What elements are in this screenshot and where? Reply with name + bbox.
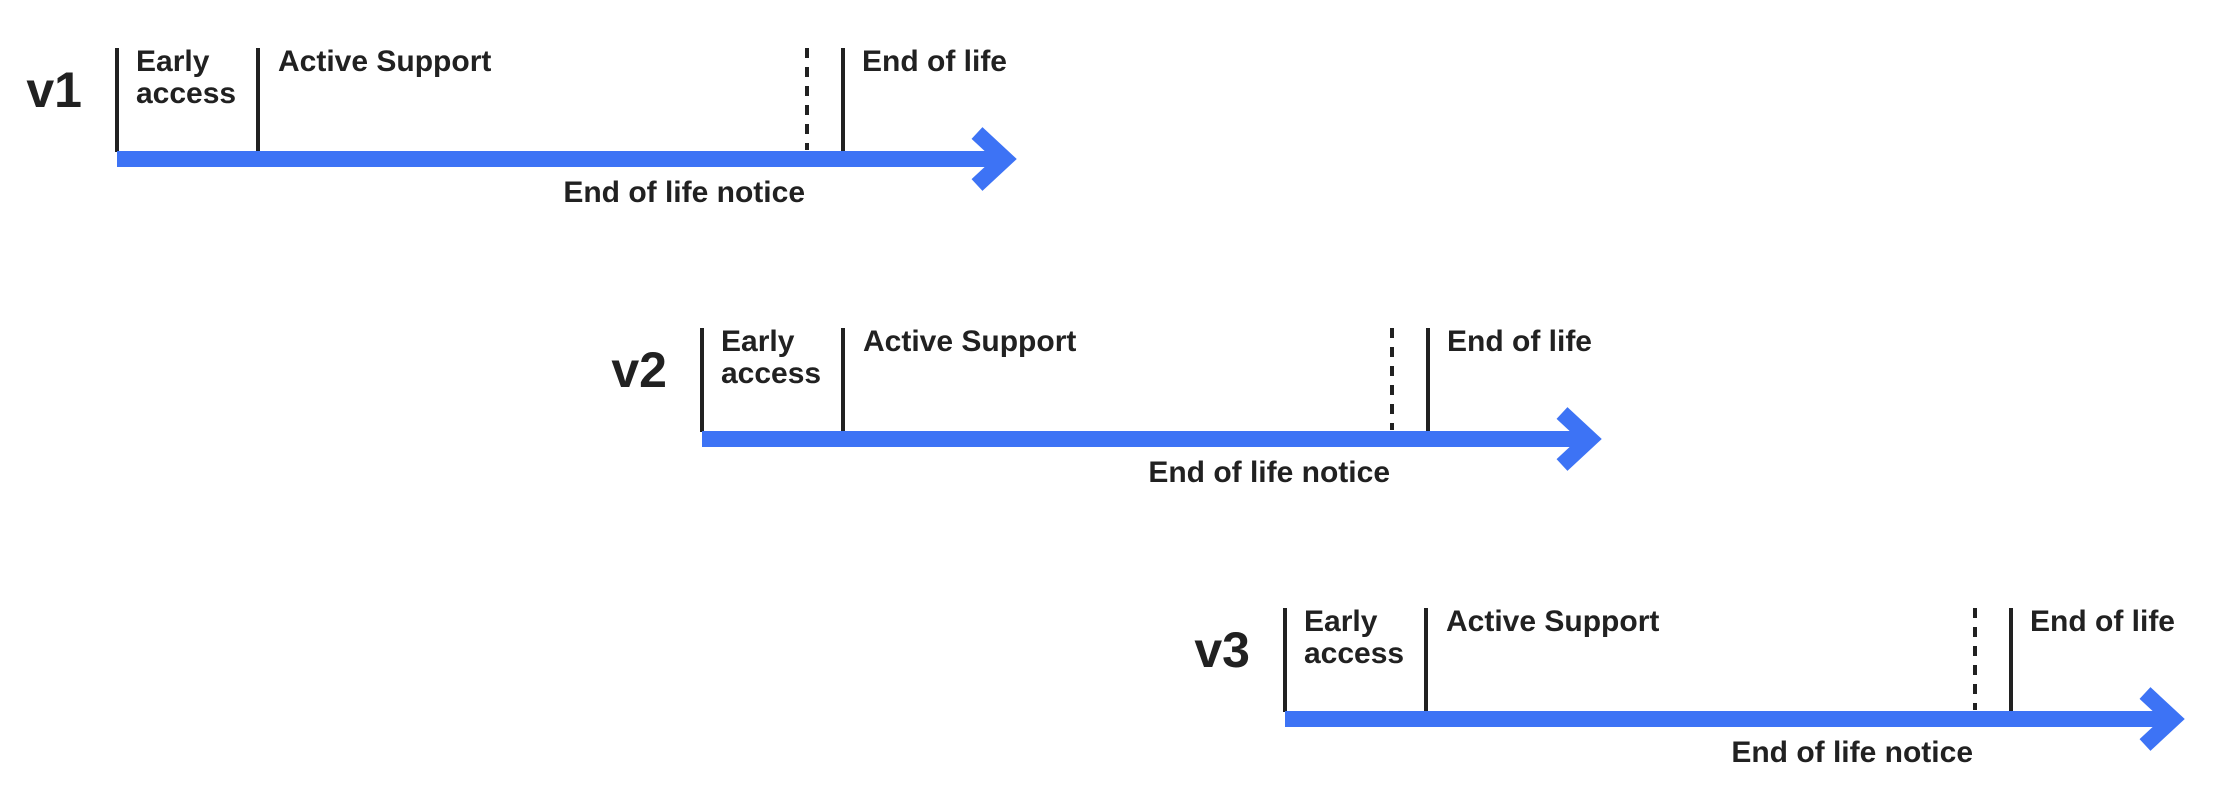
version-label: v3 — [1194, 622, 1250, 678]
end-of-life-label: End of life — [2030, 605, 2175, 638]
active-support-label: Active Support — [1446, 605, 1660, 638]
end-of-life-notice-dashed-tick — [805, 48, 809, 150]
end-of-life-notice-label: End of life notice — [563, 176, 805, 209]
timeline-v2: v2 Early access Active Support End of li… — [611, 325, 1662, 528]
end-of-life-tick — [841, 48, 845, 152]
timeline-arrow-right-icon — [1285, 687, 2185, 751]
active-support-start-tick — [256, 48, 260, 152]
active-support-label: Active Support — [863, 325, 1077, 358]
active-support-label: Active Support — [278, 45, 492, 78]
end-of-life-notice-dashed-tick — [1973, 608, 1977, 710]
end-of-life-notice-label: End of life notice — [1731, 736, 1973, 769]
timeline-arrow-right-icon — [117, 127, 1017, 191]
early-access-label: Early access — [1304, 605, 1405, 670]
end-of-life-label: End of life — [1447, 325, 1592, 358]
active-support-start-tick — [1424, 608, 1428, 712]
early-access-start-tick — [115, 48, 119, 152]
end-of-life-label: End of life — [862, 45, 1007, 78]
timeline-v1: v1 Early access Active Support End of li… — [26, 45, 1077, 248]
timeline-v3: v3 Early access Active Support End of li… — [1194, 605, 2228, 808]
version-label: v2 — [611, 342, 667, 398]
early-access-label: Early access — [721, 325, 822, 390]
active-support-start-tick — [841, 328, 845, 432]
timeline-arrow-right-icon — [702, 407, 1602, 471]
end-of-life-tick — [2009, 608, 2013, 712]
early-access-start-tick — [700, 328, 704, 432]
end-of-life-notice-dashed-tick — [1390, 328, 1394, 430]
end-of-life-notice-label: End of life notice — [1148, 456, 1390, 489]
end-of-life-tick — [1426, 328, 1430, 432]
version-label: v1 — [26, 62, 82, 118]
early-access-label: Early access — [136, 45, 237, 110]
early-access-start-tick — [1283, 608, 1287, 712]
